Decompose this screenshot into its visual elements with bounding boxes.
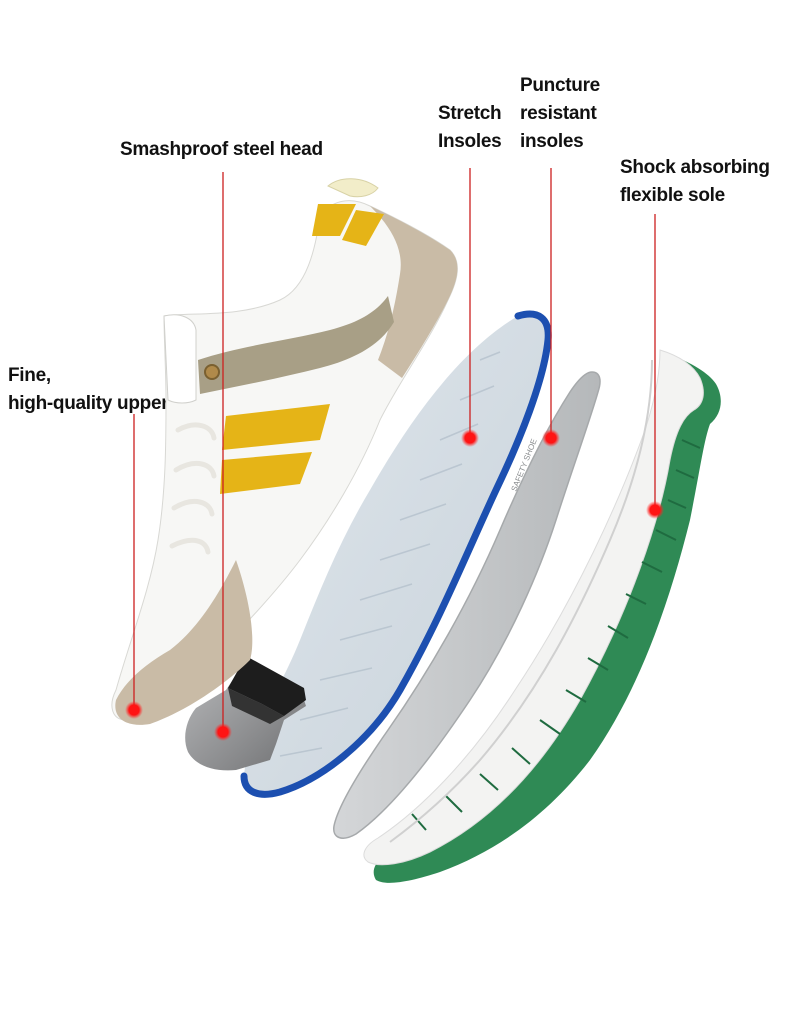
marker-dots (125, 429, 664, 741)
label-sole: Shock absorbing flexible sole (620, 157, 770, 206)
label-puncture-insoles: Puncture resistant insoles (520, 75, 600, 152)
label-steel-head: Smashproof steel head (120, 139, 323, 160)
outsole (363, 349, 721, 883)
shoe-upper (111, 178, 458, 725)
leader-lines (133, 168, 656, 730)
label-upper: Fine, high-quality upper (8, 365, 169, 414)
label-stretch-insoles: Stretch Insoles (438, 103, 502, 152)
steel-toe-cap (185, 656, 306, 771)
